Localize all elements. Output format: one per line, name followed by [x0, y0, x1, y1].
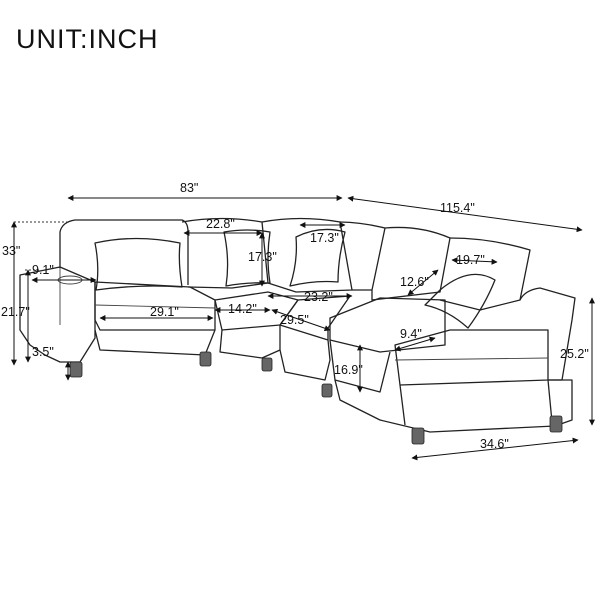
label-seat-width-left: 29.1": [150, 305, 179, 319]
label-overall-width-left: 83": [180, 181, 198, 195]
label-depth: 25.2": [560, 347, 589, 361]
label-pillow-width-2: 17.3": [310, 231, 339, 245]
legs: [69, 351, 563, 445]
label-arm-height: 21.7": [1, 305, 30, 319]
label-back-height: 33": [2, 244, 20, 258]
label-seat-width-mid: 29.5": [280, 313, 309, 327]
label-pillow-height-2: 12.6": [400, 275, 429, 289]
dimension-labels: 83" 115.4" 33" 21.7" 3.5" 9.1" 22.8" 17.…: [1, 181, 589, 451]
label-pillow-width-3: 19.7": [456, 253, 485, 267]
unit-title: UNIT:INCH: [16, 24, 159, 54]
label-leg-height: 3.5": [32, 345, 54, 359]
dimension-lines: [11, 195, 595, 461]
label-chaise-width: 34.6": [480, 437, 509, 451]
label-seat-height: 16.9": [334, 363, 363, 377]
label-pillow-height: 17.3": [248, 250, 277, 264]
label-pillow-width: 22.8": [206, 217, 235, 231]
label-corner-seat-width: 14.2": [228, 302, 257, 316]
label-seat-depth-right: 9.4": [400, 327, 422, 341]
label-arm-width: 9.1": [32, 263, 54, 277]
label-overall-width-right: 115.4": [440, 201, 475, 215]
label-corner-seat-back: 23.2": [304, 290, 333, 304]
